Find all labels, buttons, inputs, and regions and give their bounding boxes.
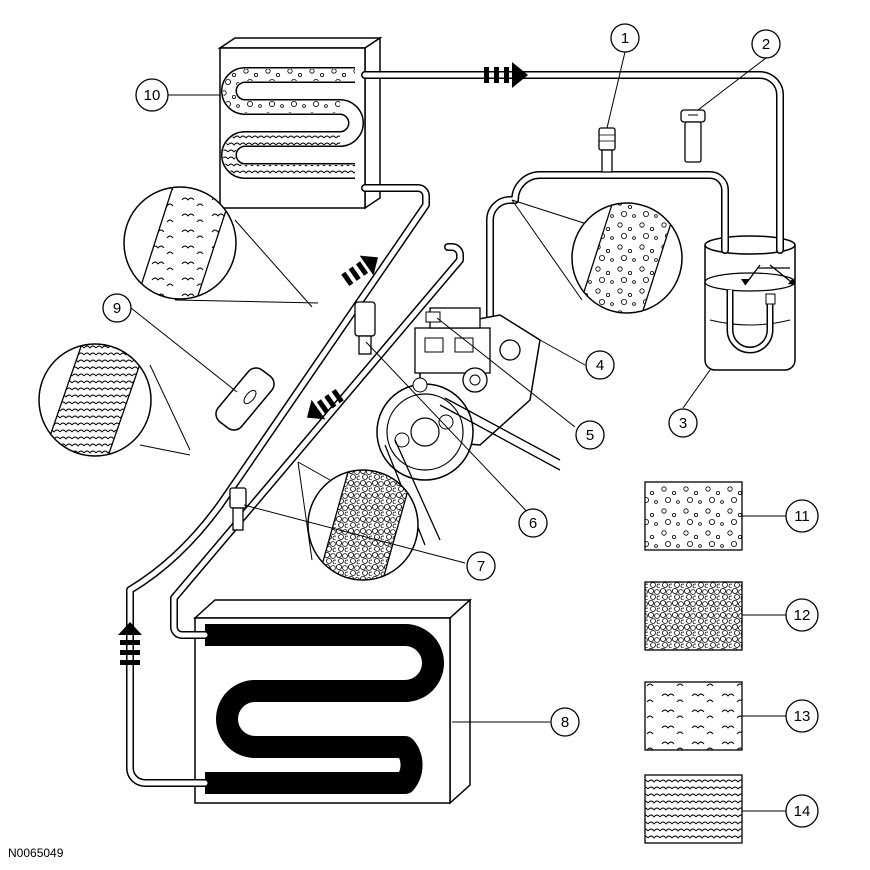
svg-text:2: 2 [762, 36, 770, 53]
svg-text:1: 1 [621, 30, 629, 47]
callout-12: 12 [785, 598, 819, 632]
callout-9: 9 [102, 293, 132, 323]
legend-swatch-14 [644, 774, 743, 844]
callouts: 1 2 3 4 5 6 7 8 9 10 11 12 13 14 [102, 23, 819, 828]
callout-13: 13 [785, 699, 819, 733]
flow-arrows [118, 62, 528, 665]
callout-7: 7 [466, 551, 496, 581]
callout-5: 5 [575, 420, 605, 450]
callout-2: 2 [751, 29, 781, 59]
svg-text:6: 6 [529, 515, 537, 532]
magnifier-evaporator-inlet [297, 461, 419, 581]
orifice-tube [215, 367, 275, 431]
svg-text:5: 5 [586, 427, 594, 444]
svg-text:10: 10 [144, 87, 161, 104]
callout-10: 10 [135, 78, 169, 112]
callout-4: 4 [585, 350, 615, 380]
evaporator [193, 598, 472, 805]
magnifier-liquid-line [38, 343, 191, 457]
svg-text:12: 12 [794, 607, 811, 624]
magnifier-condenser-outlet [123, 186, 319, 308]
flow-arrow-discharge-line [341, 255, 379, 287]
svg-text:14: 14 [794, 803, 811, 820]
legend [644, 481, 743, 844]
pressure-switch [680, 109, 706, 163]
leader-lines [130, 51, 786, 812]
callout-3: 3 [668, 408, 698, 438]
svg-text:8: 8 [561, 714, 569, 731]
legend-swatch-12 [644, 581, 743, 651]
cycling-switch [354, 301, 376, 355]
callout-8: 8 [550, 707, 580, 737]
svg-text:13: 13 [794, 708, 811, 725]
svg-text:11: 11 [794, 508, 810, 525]
callout-14: 14 [785, 794, 819, 828]
callout-1: 1 [610, 23, 640, 53]
flow-arrow-liquid-line [118, 622, 142, 665]
magnifier-suction-line [511, 199, 683, 314]
service-port-high-side [598, 127, 616, 173]
flow-arrow-suction-line [306, 388, 344, 420]
accumulator [704, 235, 796, 371]
document-id: N0065049 [8, 846, 64, 860]
legend-swatch-11 [644, 481, 743, 551]
callout-6: 6 [518, 508, 548, 538]
legend-swatch-13 [644, 681, 743, 751]
service-port-low-side [229, 487, 247, 531]
svg-text:3: 3 [679, 415, 687, 432]
flow-arrow-condenser-outlet [484, 62, 528, 88]
refrigerant-lines [126, 71, 784, 787]
svg-text:9: 9 [113, 300, 121, 317]
callout-11: 11 [785, 499, 819, 533]
svg-text:4: 4 [596, 357, 604, 374]
condenser [217, 36, 383, 210]
svg-text:7: 7 [477, 558, 485, 575]
